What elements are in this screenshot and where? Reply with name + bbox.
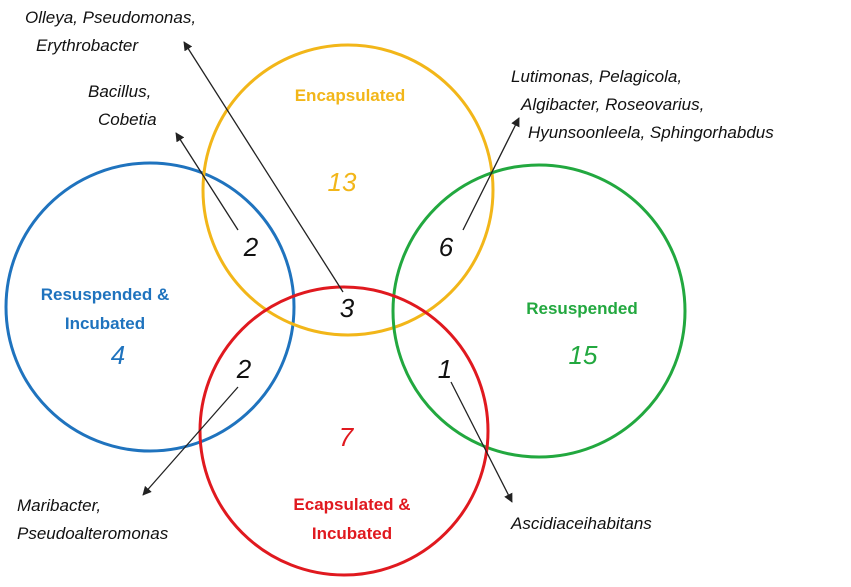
annotation-lower-left-line2: Pseudoalteromonas xyxy=(17,524,169,543)
annotation-lower-left-line1: Maribacter, xyxy=(17,496,101,515)
annotation-upper-left-line1: Bacillus, xyxy=(88,82,151,101)
annotation-upper-left-line2: Cobetia xyxy=(98,110,157,129)
label-resuspended-incubated-line1: Resuspended & xyxy=(41,285,169,304)
count-resuspended: 15 xyxy=(569,340,598,370)
count-encapsulated-incubated: 7 xyxy=(339,422,355,452)
arrow-lower-left xyxy=(142,386,239,496)
arrow-upper-right xyxy=(462,117,520,231)
annotation-upper-right-line1: Lutimonas, Pelagicola, xyxy=(511,67,682,86)
label-resuspended: Resuspended xyxy=(526,299,637,318)
count-resuspended-incubated: 4 xyxy=(111,340,125,370)
annotation-top-line1: Olleya, Pseudomonas, xyxy=(25,8,196,27)
annotation-top-line2: Erythrobacter xyxy=(36,36,139,55)
count-intersection-resuspended-encapsulated-incubated: 1 xyxy=(438,354,452,384)
annotation-upper-right-line2: Algibacter, Roseovarius, xyxy=(520,95,704,114)
circle-resuspended xyxy=(391,163,687,459)
count-intersection-resuspended-incubated-encapsulated-incubated: 2 xyxy=(236,354,252,384)
arrow-upper-left xyxy=(175,132,239,231)
label-encapsulated-incubated-line2: Incubated xyxy=(312,524,392,543)
label-resuspended-incubated-line2: Incubated xyxy=(65,314,145,333)
label-encapsulated: Encapsulated xyxy=(295,86,406,105)
count-encapsulated: 13 xyxy=(328,167,357,197)
count-intersection-center: 3 xyxy=(340,293,355,323)
circle-encapsulated xyxy=(201,43,495,337)
annotation-upper-right-line3: Hyunsoonleela, Sphingorhabdus xyxy=(528,123,774,142)
label-encapsulated-incubated-line1: Ecapsulated & xyxy=(293,495,410,514)
arrow-top xyxy=(183,41,344,293)
count-intersection-encapsulated-resuspended-incubated: 2 xyxy=(243,232,259,262)
circle-resuspended-incubated xyxy=(4,161,296,453)
arrow-lower-right xyxy=(450,381,513,503)
annotation-lower-right-line1: Ascidiaceihabitans xyxy=(510,514,652,533)
count-intersection-encapsulated-resuspended: 6 xyxy=(439,232,454,262)
